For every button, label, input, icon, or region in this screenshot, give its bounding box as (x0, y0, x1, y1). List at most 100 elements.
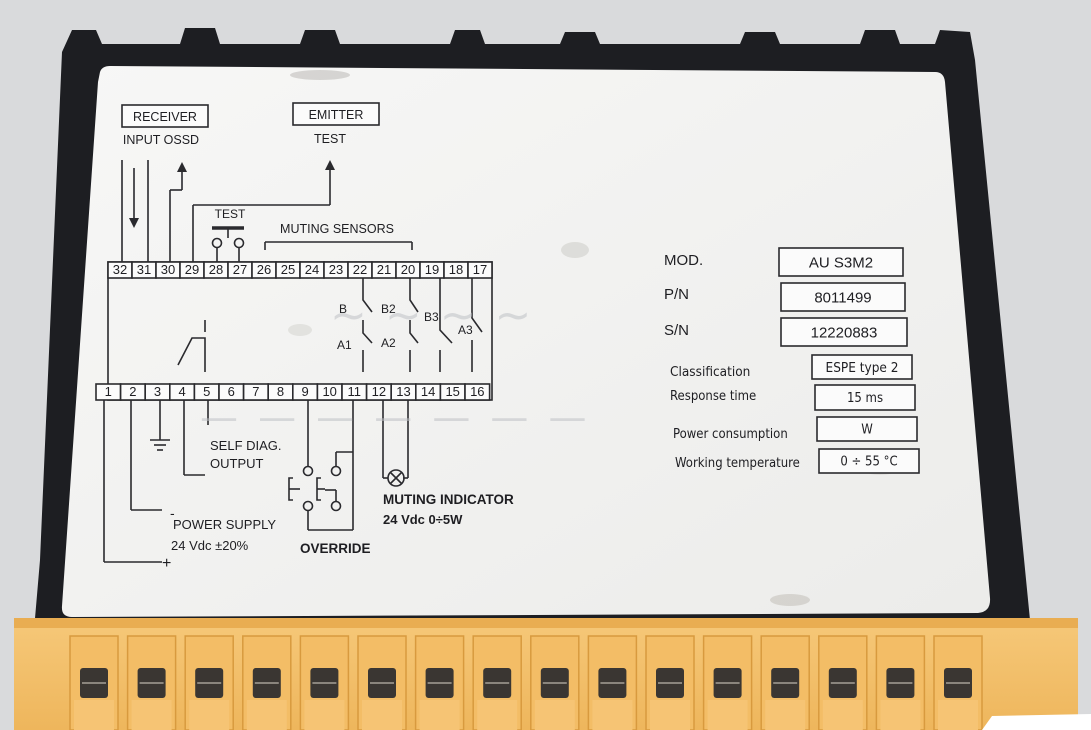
clamp-lip (419, 700, 460, 730)
terminal-number: 8 (277, 384, 284, 399)
clamp-lip (765, 700, 806, 730)
terminal-number: 32 (113, 262, 127, 277)
terminal-number: 20 (401, 262, 415, 277)
clamp-lip (477, 700, 518, 730)
spec-label: Response time (670, 389, 756, 404)
self-diag-output-label: OUTPUT (210, 456, 264, 471)
spec-label: Classification (670, 364, 750, 380)
terminal-number: 28 (209, 262, 223, 277)
terminal-number: 27 (233, 262, 247, 277)
internal-contacts: B B2 A1 A2 B3 A3 (177, 278, 483, 372)
spec-value-box (780, 317, 908, 347)
receiver-label: RECEIVER (133, 110, 197, 124)
muting-sensors-bracket (264, 241, 413, 250)
terminal-number: 7 (252, 384, 259, 399)
svg-text:~ ~ ~ ~: ~ ~ ~ ~ (330, 290, 533, 341)
spec-label: MOD. (664, 252, 703, 269)
terminal-block (14, 618, 1078, 730)
corner-paper (982, 714, 1091, 730)
override-label: OVERRIDE (300, 541, 371, 556)
terminal-number: 17 (473, 262, 487, 277)
top-wiring (121, 160, 335, 262)
clamp-lip (131, 700, 172, 730)
sensor-a3-label: A3 (458, 323, 473, 337)
spec-value: 12220883 (811, 324, 878, 341)
power-minus-label: - (170, 505, 175, 521)
terminal-number: 3 (154, 384, 161, 399)
bottom-wiring (103, 400, 409, 563)
power-supply-voltage: 24 Vdc ±20% (171, 538, 249, 553)
label-plate (61, 66, 991, 617)
clamp-lip (592, 700, 633, 730)
test-button-symbol (211, 226, 245, 262)
emitter-box: EMITTER (292, 102, 380, 126)
terminal-number: 31 (137, 262, 151, 277)
terminal-number: 25 (281, 262, 295, 277)
terminal-number: 24 (305, 262, 319, 277)
terminal-number: 6 (228, 384, 235, 399)
clamp-lip (246, 700, 287, 730)
spec-label: P/N (664, 286, 689, 303)
spec-value: W (861, 423, 873, 438)
terminal-number: 15 (445, 384, 459, 399)
sensor-b3-label: B3 (424, 310, 439, 324)
muting-indicator-spec: 24 Vdc 0÷5W (383, 512, 463, 527)
terminal-number: 16 (470, 384, 484, 399)
clamp-lip (822, 700, 863, 730)
clamp-lip (650, 700, 690, 730)
terminal-number: 5 (203, 384, 210, 399)
terminal-number: 26 (257, 262, 271, 277)
svg-text:— — — — — — —: — — — — — — — (200, 395, 590, 439)
sensor-a2-label: A2 (381, 336, 396, 350)
spec-value: ESPE type 2 (826, 360, 899, 376)
clamp-lip (534, 700, 575, 730)
terminal-number: 9 (301, 384, 308, 399)
receiver-box: RECEIVER (121, 104, 209, 128)
emitter-test-label: TEST (314, 132, 346, 146)
terminal-number: 30 (161, 262, 175, 277)
terminal-number: 22 (353, 262, 367, 277)
input-ossd-label: INPUT OSSD (123, 133, 199, 147)
terminal-number: 14 (421, 384, 435, 399)
terminal-number: 10 (322, 384, 336, 399)
terminal-number: 4 (178, 384, 185, 399)
terminal-number: 21 (377, 262, 391, 277)
spec-value: AU S3M2 (809, 254, 873, 271)
spec-label: Working temperature (675, 456, 800, 471)
spec-value-box (818, 448, 920, 474)
spec-label: S/N (664, 322, 689, 339)
sensor-a1-label: A1 (337, 338, 352, 352)
clamp-lip (938, 700, 978, 730)
terminal-number: 23 (329, 262, 343, 277)
sensor-b2-label: B2 (381, 302, 396, 316)
muting-sensors-label: MUTING SENSORS (280, 222, 394, 236)
terminal-number: 29 (185, 262, 199, 277)
spec-label: Power consumption (673, 427, 788, 442)
watermark: ~ ~ ~ ~ — — — — — — — (200, 290, 590, 439)
clamp-lip (707, 700, 748, 730)
terminal-number: 13 (396, 384, 410, 399)
spec-value-box (816, 416, 918, 442)
sensor-b-label: B (339, 302, 347, 316)
emitter-label: EMITTER (309, 108, 364, 122)
clamp-lip (189, 700, 230, 730)
power-plus-label: + (162, 555, 171, 572)
self-diag-label: SELF DIAG. (210, 438, 282, 453)
spec-value-box (811, 354, 913, 380)
power-supply-label: POWER SUPPLY (173, 517, 276, 532)
terminal-number: 11 (348, 384, 362, 399)
terminal-number: 2 (129, 384, 136, 399)
clamp-lip (74, 700, 114, 730)
spec-value: 8011499 (814, 289, 871, 306)
clamp-lip (362, 700, 402, 730)
clamp-lip (880, 700, 921, 730)
spec-value: 0 ÷ 55 °C (840, 455, 897, 470)
spec-value-box (780, 282, 906, 312)
terminal-cell (464, 383, 491, 401)
spec-value-box (778, 247, 904, 277)
terminal-number: 1 (105, 384, 112, 399)
terminal-number: 19 (425, 262, 439, 277)
